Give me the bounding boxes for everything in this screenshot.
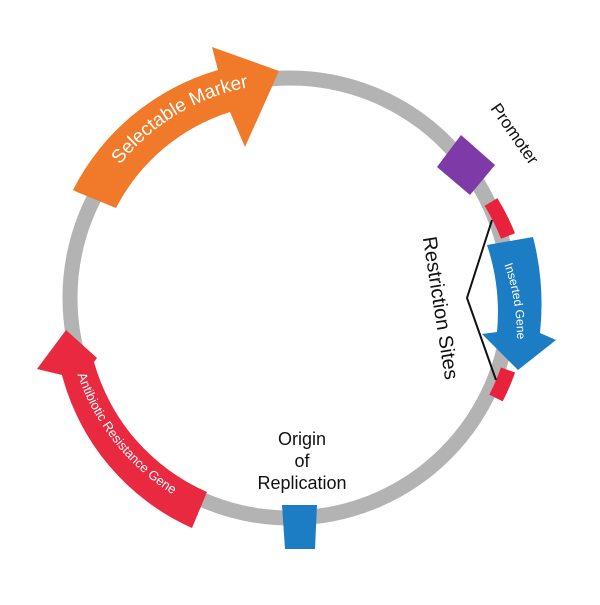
origin-label-line3: Replication xyxy=(257,473,346,493)
antibiotic-resistance-arrow xyxy=(37,330,207,528)
inserted-gene-arrow xyxy=(482,237,556,370)
origin-label-line1: Origin xyxy=(278,429,326,449)
promoter-label: Promoter xyxy=(487,100,543,168)
restriction-sites-label: Restriction Sites xyxy=(418,235,462,381)
restriction-site-lower xyxy=(489,367,516,402)
promoter-block xyxy=(437,135,495,195)
restriction-callout-lines xyxy=(465,219,497,381)
restriction-site-upper xyxy=(484,198,515,239)
origin-label-line2: of xyxy=(294,451,310,471)
selectable-marker-arrow xyxy=(73,47,279,208)
origin-block xyxy=(282,505,317,549)
